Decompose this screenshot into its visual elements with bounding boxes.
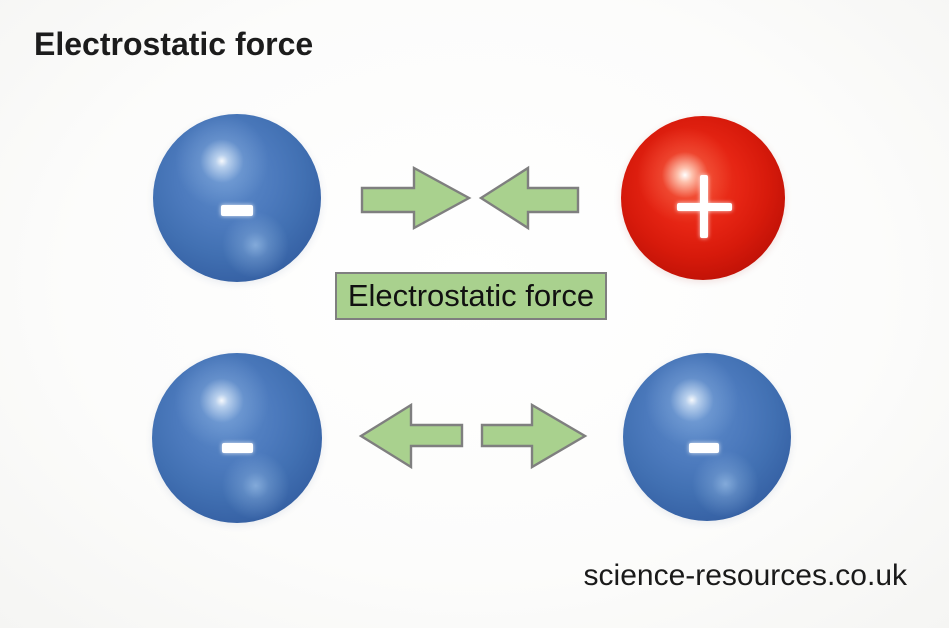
negative-charge-sphere-bottom-right: [623, 353, 791, 521]
minus-sign-icon: [221, 205, 253, 216]
positive-charge-sphere-top-right: [621, 116, 785, 280]
negative-charge-sphere-top-left: [153, 114, 321, 282]
negative-charge-sphere-bottom-left: [152, 353, 322, 523]
arrow-right-icon: [480, 402, 588, 470]
plus-sign-icon: [700, 175, 708, 238]
electrostatic-force-label: Electrostatic force: [347, 278, 595, 313]
arrow-left-icon: [478, 165, 580, 231]
page-title: Electrostatic force: [34, 26, 314, 62]
minus-sign-icon: [222, 443, 253, 453]
minus-sign-icon: [689, 443, 719, 453]
arrow-right-icon: [360, 165, 472, 231]
arrow-left-icon: [358, 402, 464, 470]
watermark: science-resources.co.uk: [583, 559, 907, 592]
electrostatic-force-label-box: Electrostatic force: [335, 272, 607, 320]
